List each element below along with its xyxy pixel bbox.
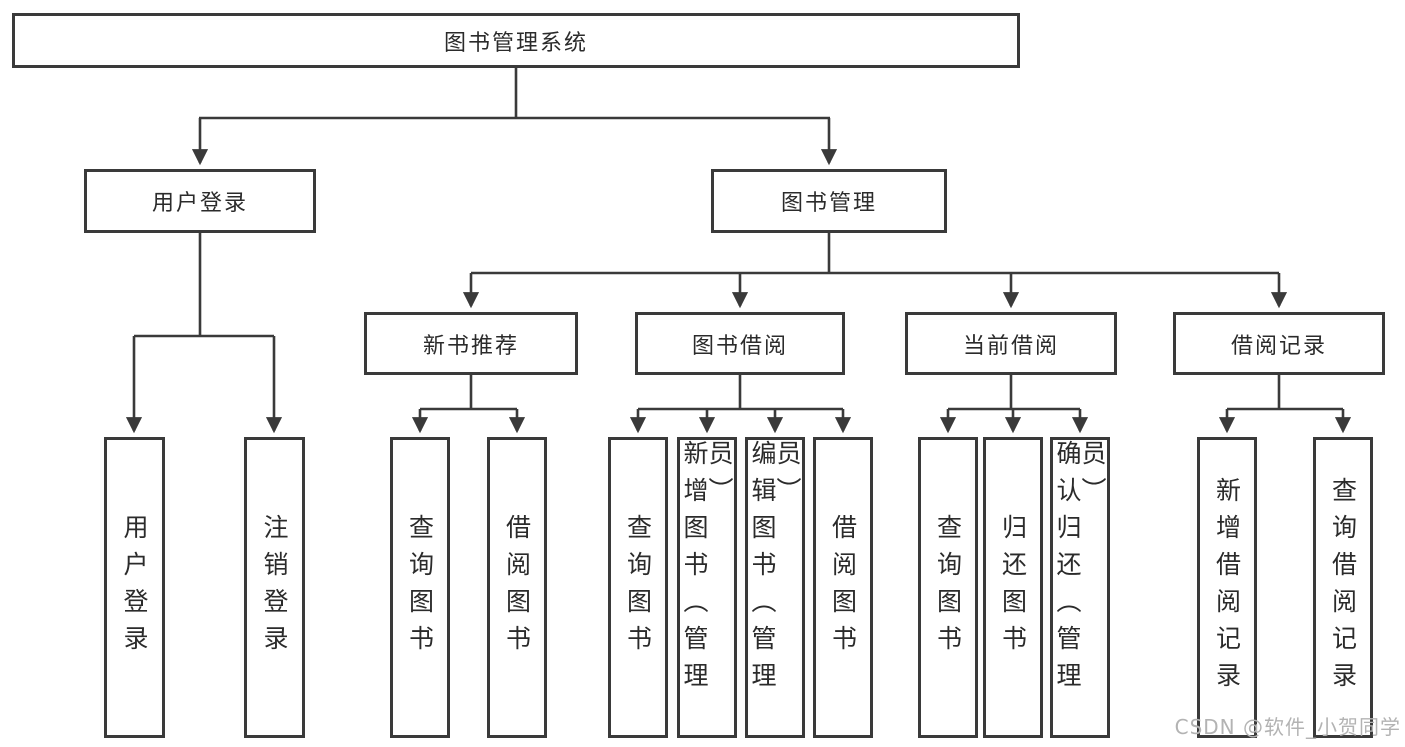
wires-root-to-level1 — [191, 68, 838, 166]
wires-current-borrow-children — [939, 375, 1089, 434]
wires-new-book-rec-children — [411, 375, 526, 434]
leaf-query-borrow-record: 查询借阅记录 — [1313, 437, 1373, 738]
wires-book-borrow-children — [629, 375, 852, 434]
wires-book-mgmt-children — [462, 233, 1288, 309]
node-book-borrow: 图书借阅 — [635, 312, 845, 375]
leaf-query-book-3: 查询图书 — [918, 437, 978, 738]
node-user-login-label: 用户登录 — [151, 191, 248, 216]
leaf-query-book-3-label: 查询图书 — [933, 513, 963, 662]
leaf-borrow-book-2-label: 借阅图书 — [828, 513, 858, 662]
node-borrow-record-label: 借阅记录 — [1230, 333, 1327, 359]
leaf-user-login: 用户登录 — [104, 437, 165, 738]
leaf-confirm-return-admin: 确认归还（管理员） — [1050, 437, 1110, 738]
node-root-system-label: 图书管理系统 — [443, 30, 588, 56]
leaf-add-borrow-record-label: 新增借阅记录 — [1212, 476, 1242, 699]
leaf-logout-label: 注销登录 — [260, 513, 289, 662]
wires-user-login-children — [125, 233, 283, 434]
leaf-query-book-2-label: 查询图书 — [623, 513, 653, 662]
leaf-borrow-book-1: 借阅图书 — [487, 437, 547, 738]
leaf-query-book-2: 查询图书 — [608, 437, 668, 738]
leaf-query-book-1-label: 查询图书 — [405, 513, 435, 662]
node-current-borrow: 当前借阅 — [905, 312, 1117, 375]
leaf-borrow-book-2: 借阅图书 — [813, 437, 873, 738]
leaf-logout: 注销登录 — [244, 437, 305, 738]
node-book-management: 图书管理 — [711, 169, 947, 233]
node-book-management-label: 图书管理 — [780, 191, 877, 216]
node-borrow-record: 借阅记录 — [1173, 312, 1385, 375]
leaf-user-login-label: 用户登录 — [120, 513, 149, 662]
leaf-query-book-1: 查询图书 — [390, 437, 450, 738]
csdn-watermark: CSDN @软件_小贺同学 — [1174, 715, 1401, 739]
node-root-system: 图书管理系统 — [12, 13, 1020, 68]
leaf-query-borrow-record-label: 查询借阅记录 — [1328, 476, 1358, 699]
node-book-borrow-label: 图书借阅 — [691, 333, 788, 359]
leaf-borrow-book-1-label: 借阅图书 — [502, 513, 532, 662]
leaf-add-book-admin-label: 新增图书（管理员） — [680, 440, 734, 699]
leaf-add-borrow-record: 新增借阅记录 — [1197, 437, 1257, 738]
wires-borrow-record-children — [1218, 375, 1352, 434]
node-new-book-recommend: 新书推荐 — [364, 312, 578, 375]
leaf-return-book: 归还图书 — [983, 437, 1043, 738]
leaf-edit-book-admin: 编辑图书（管理员） — [745, 437, 805, 738]
node-user-login: 用户登录 — [84, 169, 316, 233]
node-new-book-recommend-label: 新书推荐 — [422, 333, 519, 359]
node-current-borrow-label: 当前借阅 — [962, 333, 1059, 359]
leaf-confirm-return-admin-label: 确认归还（管理员） — [1053, 440, 1107, 699]
leaf-edit-book-admin-label: 编辑图书（管理员） — [748, 440, 802, 699]
leaf-add-book-admin: 新增图书（管理员） — [677, 437, 737, 738]
leaf-return-book-label: 归还图书 — [998, 513, 1028, 662]
